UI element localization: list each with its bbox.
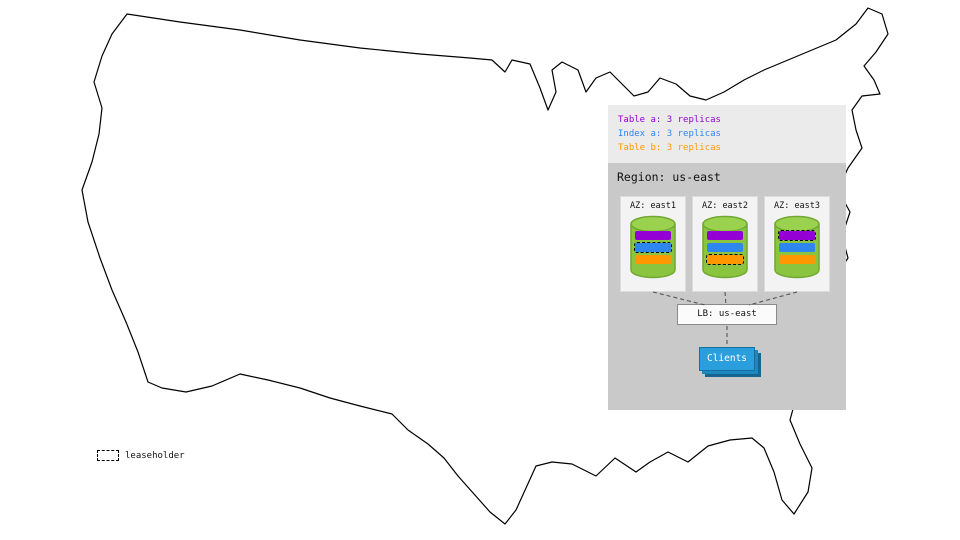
- region-box: Region: us-east AZ: east1 AZ: east2: [608, 163, 846, 410]
- replica-bar-table-a: [707, 231, 743, 240]
- legend-table-a: Table a: 3 replicas: [618, 115, 721, 125]
- clients-box: Clients: [699, 347, 755, 371]
- az-box-east3: AZ: east3: [764, 196, 830, 292]
- az-label-east1: AZ: east1: [629, 201, 677, 211]
- leaseholder-legend: leaseholder: [97, 450, 185, 461]
- replica-bar-table-b: [635, 255, 671, 264]
- replica-bar-table-a: [635, 231, 671, 240]
- load-balancer-box: LB: us-east: [677, 304, 777, 325]
- replica-bar-table-b: [706, 254, 744, 265]
- leaseholder-swatch-icon: [97, 450, 119, 461]
- region-label: Region: us-east: [617, 170, 721, 184]
- legend-index-a: Index a: 3 replicas: [618, 129, 721, 139]
- az-label-east2: AZ: east2: [701, 201, 749, 211]
- legend-table-b: Table b: 3 replicas: [618, 143, 721, 153]
- replica-bar-index-a: [779, 243, 815, 252]
- overlay-panel: Table a: 3 replicas Index a: 3 replicas …: [608, 105, 846, 410]
- leaseholder-legend-label: leaseholder: [125, 450, 185, 461]
- replica-bar-table-a: [778, 230, 816, 241]
- replica-bar-table-b: [779, 255, 815, 264]
- az-label-east3: AZ: east3: [773, 201, 821, 211]
- replica-bar-index-a: [707, 243, 743, 252]
- az-box-east1: AZ: east1: [620, 196, 686, 292]
- az-box-east2: AZ: east2: [692, 196, 758, 292]
- replica-legend: Table a: 3 replicas Index a: 3 replicas …: [608, 105, 846, 163]
- replica-bar-index-a: [634, 242, 672, 253]
